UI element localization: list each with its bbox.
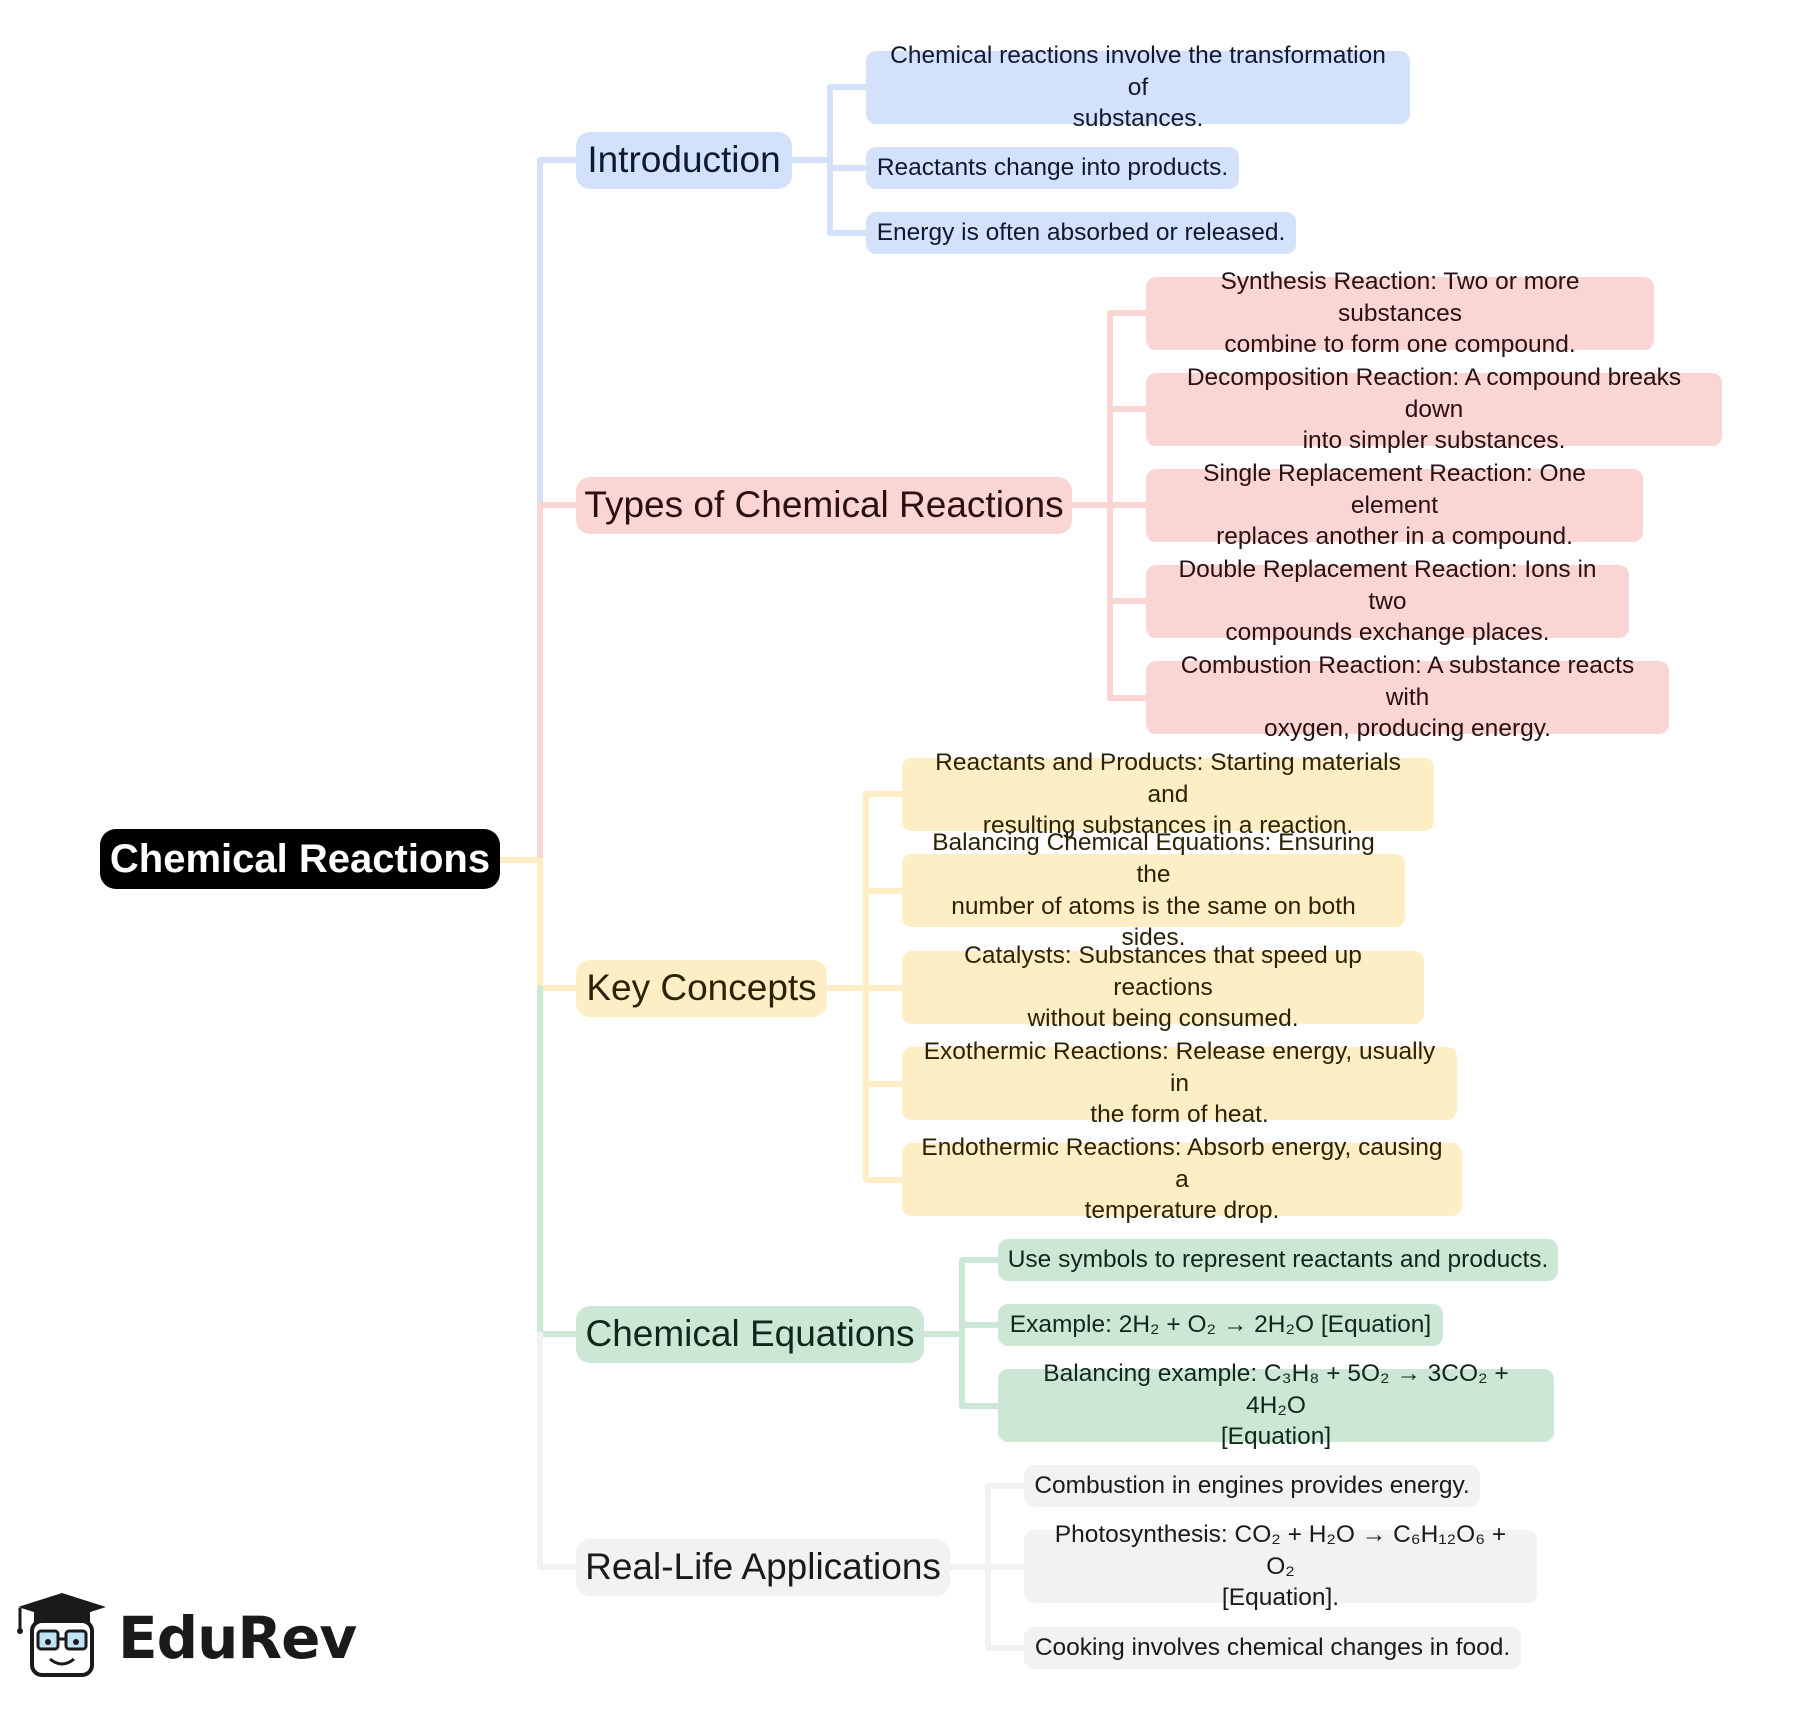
- branch-label: Chemical Equations: [585, 1313, 915, 1355]
- leaf-text: Chemical reactions involve the transform…: [890, 41, 1386, 133]
- leaf-key-concepts-4[interactable]: Exothermic Reactions: Release energy, us…: [902, 1038, 1457, 1128]
- branch-label: Real-Life Applications: [585, 1546, 941, 1588]
- root-node[interactable]: Chemical Reactions: [100, 829, 500, 889]
- leaf-equations-1[interactable]: Use symbols to represent reactants and p…: [998, 1239, 1558, 1281]
- leaf-text: Double Replacement Reaction: Ions in two…: [1178, 555, 1597, 647]
- leaf-text: Balancing example: C₃H₈ + 5O₂ → 3CO₂ + 4…: [1043, 1359, 1509, 1451]
- branch-types[interactable]: Types of Chemical Reactions: [576, 477, 1072, 534]
- connector-trunk-introduction: [537, 157, 581, 508]
- leaf-applications-1[interactable]: Combustion in engines provides energy.: [1024, 1465, 1480, 1507]
- branch-key-concepts[interactable]: Key Concepts: [576, 960, 827, 1017]
- branch-label: Types of Chemical Reactions: [584, 484, 1064, 526]
- branch-label: Introduction: [587, 139, 781, 181]
- leaf-equations-2[interactable]: Example: 2H₂ + O₂ → 2H₂O [Equation]: [998, 1304, 1443, 1346]
- leaf-introduction-3[interactable]: Energy is often absorbed or released.: [866, 212, 1296, 254]
- leaf-text: Balancing Chemical Equations: Ensuring t…: [932, 828, 1375, 952]
- leaf-key-concepts-1[interactable]: Reactants and Products: Starting materia…: [902, 749, 1434, 839]
- leaf-text: Photosynthesis: CO₂ + H₂O → C₆H₁₂O₆ + O₂…: [1054, 1520, 1507, 1612]
- edurev-logo[interactable]: EduRev: [12, 1575, 372, 1700]
- leaf-applications-3[interactable]: Cooking involves chemical changes in foo…: [1024, 1627, 1521, 1669]
- leaf-key-concepts-2[interactable]: Balancing Chemical Equations: Ensuring t…: [902, 829, 1405, 951]
- leaf-applications-2[interactable]: Photosynthesis: CO₂ + H₂O → C₆H₁₂O₆ + O₂…: [1024, 1521, 1537, 1611]
- leaf-key-concepts-5[interactable]: Endothermic Reactions: Absorb energy, ca…: [902, 1134, 1462, 1224]
- leaf-types-1[interactable]: Synthesis Reaction: Two or more substanc…: [1146, 268, 1654, 358]
- leaf-types-4[interactable]: Double Replacement Reaction: Ions in two…: [1146, 556, 1629, 646]
- branch-applications[interactable]: Real-Life Applications: [576, 1539, 950, 1596]
- connector-group-applications: [947, 1483, 1029, 1651]
- connector-group-key-concepts: [824, 791, 907, 1183]
- connector-trunk-applications: [537, 1331, 581, 1570]
- connector-trunk-equations: [537, 985, 581, 1337]
- leaf-text: Synthesis Reaction: Two or more substanc…: [1220, 267, 1580, 359]
- graduation-cap-mascot-icon: [12, 1589, 112, 1686]
- connector-group-types: [1067, 310, 1151, 701]
- connector-trunk-types: [537, 502, 581, 863]
- leaf-key-concepts-3[interactable]: Catalysts: Substances that speed up reac…: [902, 942, 1424, 1032]
- leaf-text: Combustion in engines provides energy.: [1034, 1472, 1470, 1500]
- leaf-text: Reactants and Products: Starting materia…: [935, 748, 1401, 840]
- leaf-text: Energy is often absorbed or released.: [876, 219, 1286, 247]
- connector-trunk-key-concepts: [537, 857, 581, 991]
- leaf-types-3[interactable]: Single Replacement Reaction: One element…: [1146, 460, 1643, 550]
- branch-equations[interactable]: Chemical Equations: [576, 1306, 924, 1363]
- leaf-types-5[interactable]: Combustion Reaction: A substance reacts …: [1146, 652, 1669, 742]
- leaf-text: Cooking involves chemical changes in foo…: [1034, 1634, 1511, 1662]
- connector-group-equations: [921, 1257, 1003, 1409]
- branch-introduction[interactable]: Introduction: [576, 132, 792, 189]
- leaf-equations-3[interactable]: Balancing example: C₃H₈ + 5O₂ → 3CO₂ + 4…: [998, 1360, 1554, 1450]
- leaf-text: Reactants change into products.: [876, 154, 1229, 182]
- leaf-text: Example: 2H₂ + O₂ → 2H₂O [Equation]: [1009, 1311, 1432, 1339]
- leaf-introduction-1[interactable]: Chemical reactions involve the transform…: [866, 42, 1410, 132]
- leaf-text: Combustion Reaction: A substance reacts …: [1180, 651, 1635, 743]
- branch-label: Key Concepts: [586, 967, 817, 1009]
- leaf-text: Decomposition Reaction: A compound break…: [1186, 363, 1682, 455]
- leaf-text: Catalysts: Substances that speed up reac…: [964, 941, 1362, 1033]
- leaf-text: Exothermic Reactions: Release energy, us…: [923, 1037, 1436, 1129]
- leaf-text: Endothermic Reactions: Absorb energy, ca…: [921, 1133, 1443, 1225]
- leaf-introduction-2[interactable]: Reactants change into products.: [866, 147, 1239, 189]
- leaf-text: Use symbols to represent reactants and p…: [1007, 1246, 1549, 1274]
- logo-text: EduRev: [118, 1603, 357, 1672]
- leaf-text: Single Replacement Reaction: One element…: [1203, 459, 1586, 551]
- root-label: Chemical Reactions: [109, 837, 491, 881]
- leaf-types-2[interactable]: Decomposition Reaction: A compound break…: [1146, 364, 1722, 454]
- connector-group-introduction: [787, 84, 871, 236]
